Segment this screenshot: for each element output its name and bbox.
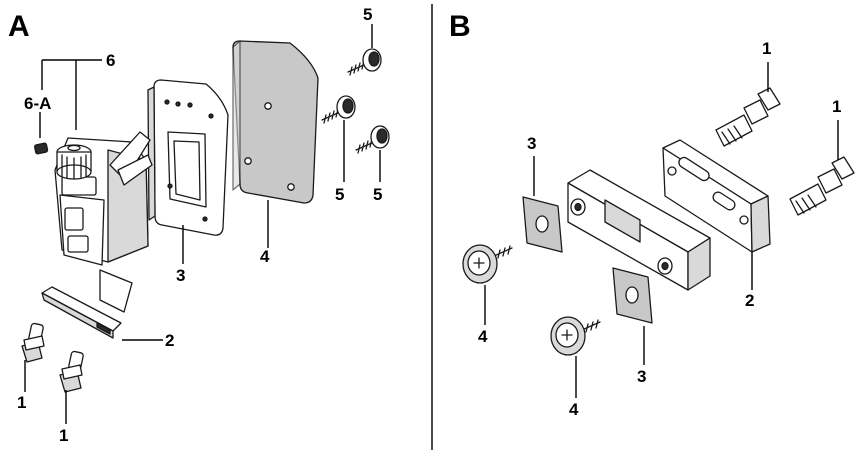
callout-b-1-lower: 1 [832, 97, 842, 116]
callout-b-1-upper: 1 [762, 39, 772, 58]
washer-screw-part-4-upper [462, 244, 513, 284]
callout-a-5-top: 5 [363, 5, 373, 24]
spacer-plate-part-2 [662, 139, 771, 253]
callout-a-4: 4 [260, 247, 270, 266]
callout-a-5-right: 5 [373, 185, 383, 204]
rail-part-2 [41, 286, 122, 339]
callout-a-5-left: 5 [335, 185, 345, 204]
stud-part-1-b-lower [789, 156, 855, 216]
set-screw-part-6a [34, 142, 49, 155]
callout-a-6: 6 [106, 51, 116, 70]
mount-body-assembly [54, 131, 153, 313]
screw-part-5-right [355, 125, 390, 154]
callout-a-1-upper: 1 [17, 393, 27, 412]
screw-part-5-top [347, 48, 382, 76]
callout-a-3: 3 [176, 266, 186, 285]
panel-title-a: A [8, 10, 30, 43]
mounting-frame-part-3 [147, 79, 229, 236]
callout-a-1-lower: 1 [59, 426, 69, 445]
knurled-knob-part-6 [56, 144, 92, 180]
stud-part-1-upper [21, 322, 45, 363]
callout-b-2: 2 [745, 291, 755, 310]
washer-screw-part-4-lower [550, 316, 601, 356]
leader-lines-b [484, 62, 839, 398]
callout-b-3-upper: 3 [527, 134, 537, 153]
panel-title-b: B [449, 10, 471, 43]
callout-b-4-lower: 4 [569, 400, 579, 419]
leader-lines-a [24, 24, 381, 424]
callout-b-4-left: 4 [478, 327, 488, 346]
gasket-plate-part-4 [232, 40, 319, 204]
bracket-body [567, 169, 711, 291]
screw-part-5-middle [321, 95, 356, 124]
square-washer-part-3-lower [612, 267, 653, 324]
stud-part-1-lower [59, 350, 84, 393]
callout-a-2: 2 [165, 331, 175, 350]
stud-part-1-b-upper [715, 87, 781, 147]
callout-b-3-lower: 3 [637, 367, 647, 386]
callout-a-6a: 6-A [24, 94, 52, 113]
square-washer-part-3-upper [522, 196, 563, 253]
